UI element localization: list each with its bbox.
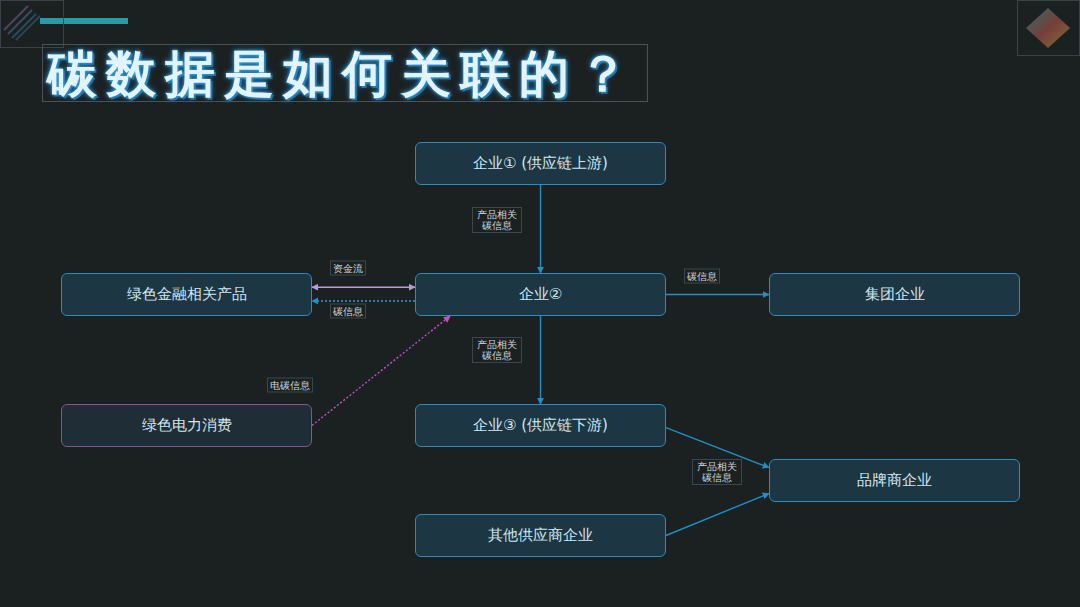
connector-arrow <box>540 316 541 404</box>
connector-arrow <box>540 185 541 273</box>
node-text: 其他供应商企业 <box>484 526 597 545</box>
process-box: 企业③ (供应链下游) <box>415 404 666 447</box>
connector-arrow <box>312 286 415 287</box>
edge-label: 产品相关 碳信息 <box>472 337 522 363</box>
corner-diamond <box>1026 8 1070 48</box>
edge-label: 电碳信息 <box>267 378 313 393</box>
process-box: 绿色电力消费 <box>61 404 312 447</box>
node-text: 集团企业 <box>861 285 929 304</box>
edge-label: 产品相关 碳信息 <box>472 207 522 233</box>
corner-frame <box>1018 1 1080 56</box>
node-text: 品牌商企业 <box>853 471 936 490</box>
diagram-title: 碳数据是如何关联的？ <box>42 44 648 102</box>
connector-arrow <box>312 316 450 426</box>
node-text: 绿色金融相关产品 <box>123 285 251 304</box>
process-box: 品牌商企业 <box>769 459 1020 502</box>
connector-arrow <box>666 493 769 535</box>
process-box: 企业① (供应链上游) <box>415 142 666 185</box>
corner-hatch <box>4 6 40 40</box>
process-box: 绿色金融相关产品 <box>61 273 312 316</box>
connector-arrow <box>666 294 769 295</box>
accent-bar <box>40 18 128 24</box>
node-text: 企业② <box>515 285 566 304</box>
node-text: 绿色电力消费 <box>138 416 236 435</box>
process-box: 集团企业 <box>769 273 1020 316</box>
process-box: 其他供应商企业 <box>415 514 666 557</box>
process-box: 企业② <box>415 273 666 316</box>
node-text: 企业③ (供应链下游) <box>469 416 612 435</box>
edge-label: 碳信息 <box>330 304 366 319</box>
edge-label: 碳信息 <box>684 269 720 284</box>
edge-label: 资金流 <box>330 261 366 276</box>
node-text: 企业① (供应链上游) <box>469 154 612 173</box>
connector-arrow <box>312 300 415 301</box>
edge-label: 产品相关 碳信息 <box>692 459 742 485</box>
corner-frame <box>1 1 64 48</box>
